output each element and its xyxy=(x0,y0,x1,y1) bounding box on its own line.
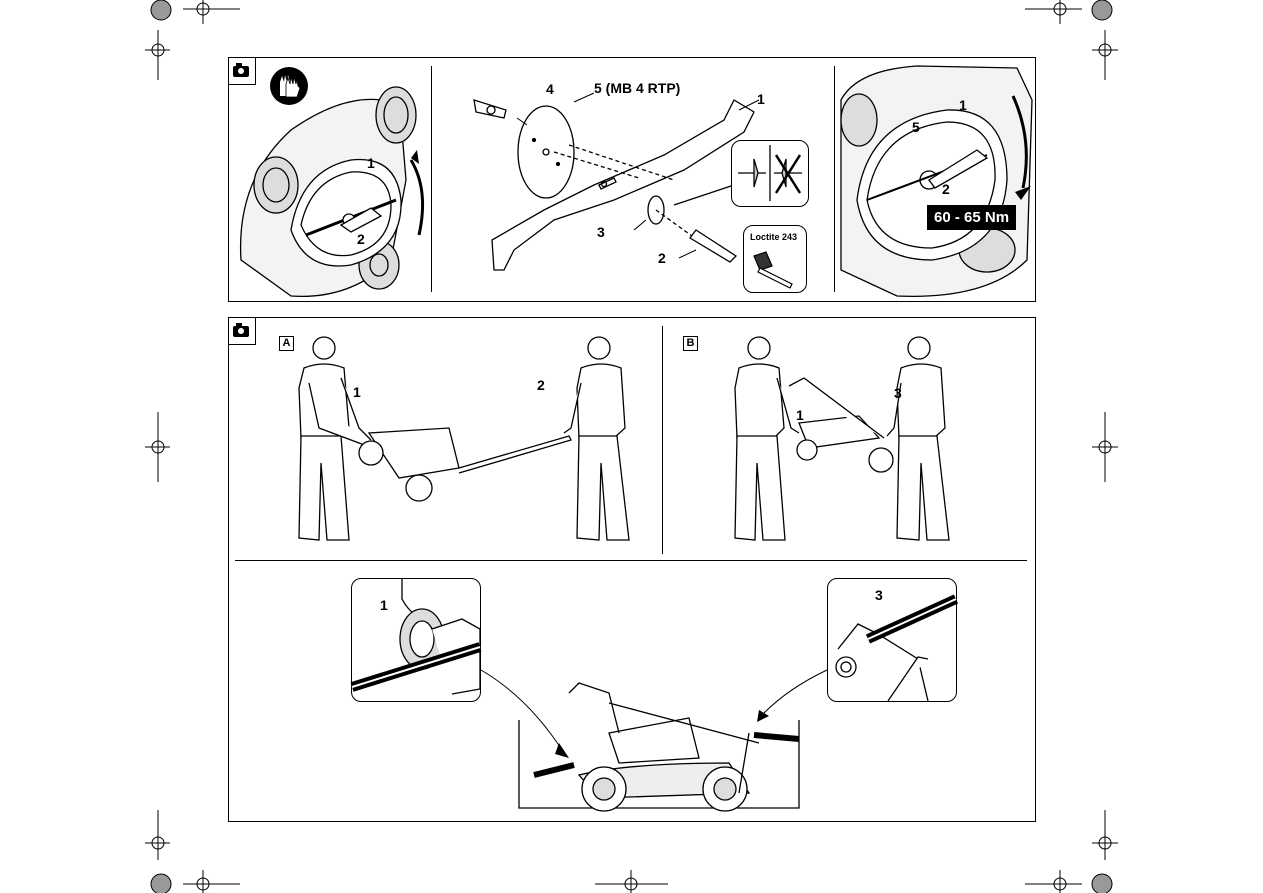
panel-b-label: B xyxy=(683,336,698,351)
detail-inset-front-grip xyxy=(350,578,482,702)
callout-5: 5 xyxy=(912,119,920,135)
divider xyxy=(834,66,835,292)
detail-inset-rear-handle xyxy=(827,578,959,702)
callout-5-mb4rtp: 5 (MB 4 RTP) xyxy=(594,80,681,96)
callout-1: 1 xyxy=(367,155,375,171)
detail-connector-arrows xyxy=(480,669,828,758)
panel-a-label: A xyxy=(279,336,294,351)
callout-4: 4 xyxy=(546,81,554,97)
blade-tightening-illustration xyxy=(840,65,1033,298)
camera-icon xyxy=(229,318,256,345)
loctite-label: Loctite 243 xyxy=(750,232,798,242)
callout-3: 3 xyxy=(875,587,883,603)
mower-side-view-illustration xyxy=(518,682,800,812)
divider xyxy=(662,326,663,554)
figure-lifting-mower: A B 1 2 xyxy=(228,317,1036,822)
figure-blade-assembly: 1 2 4 5 (MB 4 RTP) 1 3 xyxy=(228,57,1036,302)
front-grip-detail-illustration xyxy=(350,579,482,695)
callout-2: 2 xyxy=(357,231,365,247)
callout-2: 2 xyxy=(537,377,545,393)
callout-3: 3 xyxy=(894,385,902,401)
torque-value-badge: 60 - 65 Nm xyxy=(927,205,1017,230)
blade-exploded-view xyxy=(473,92,760,271)
callout-1: 1 xyxy=(757,91,765,107)
loctite-inset: Loctite 243 xyxy=(743,225,807,293)
callout-1: 1 xyxy=(959,97,967,113)
callout-1: 1 xyxy=(796,407,804,423)
bolt-with-threadlocker-icon xyxy=(753,251,793,289)
camera-icon xyxy=(229,58,256,85)
washer-orientation-inset xyxy=(731,140,809,207)
gloves-icon xyxy=(270,67,308,105)
divider xyxy=(235,560,1027,561)
divider xyxy=(431,66,432,292)
two-people-lifting-mower-a xyxy=(298,336,630,541)
callout-2: 2 xyxy=(942,181,950,197)
rear-handle-detail-illustration xyxy=(835,594,959,702)
callout-1: 1 xyxy=(380,597,388,613)
washer-correct-incorrect-diagram xyxy=(738,145,802,201)
two-people-lifting-mower-b xyxy=(734,336,950,541)
callout-3: 3 xyxy=(597,224,605,240)
mower-underside-illustration xyxy=(239,86,425,298)
callout-2: 2 xyxy=(658,250,666,266)
callout-1: 1 xyxy=(353,384,361,400)
